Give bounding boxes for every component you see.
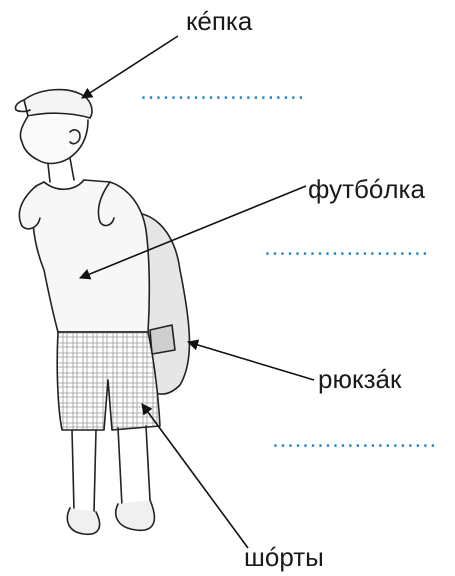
tshirt-pointer-line [78,185,307,280]
head-shape [19,115,89,165]
answer-blank-1[interactable]: ...................... [140,80,305,105]
answer-blank-3[interactable]: ...................... [272,428,437,453]
tshirt-shape [31,179,151,333]
shorts-shape [56,331,161,431]
backpack-pointer-line [186,339,315,381]
shorts-label: шóрты [244,542,324,572]
backpack-label: рюкзáк [318,364,402,394]
leader-lines [78,35,315,549]
shorts-pointer-line [141,403,249,549]
answer-blank-2[interactable]: ...................... [264,236,429,261]
tshirt-label: футбóлка [308,174,425,204]
cap-label: кéпка [186,6,253,36]
cap-pointer-line [81,35,179,99]
boy-figure [14,88,191,536]
cap-shape [23,88,93,119]
